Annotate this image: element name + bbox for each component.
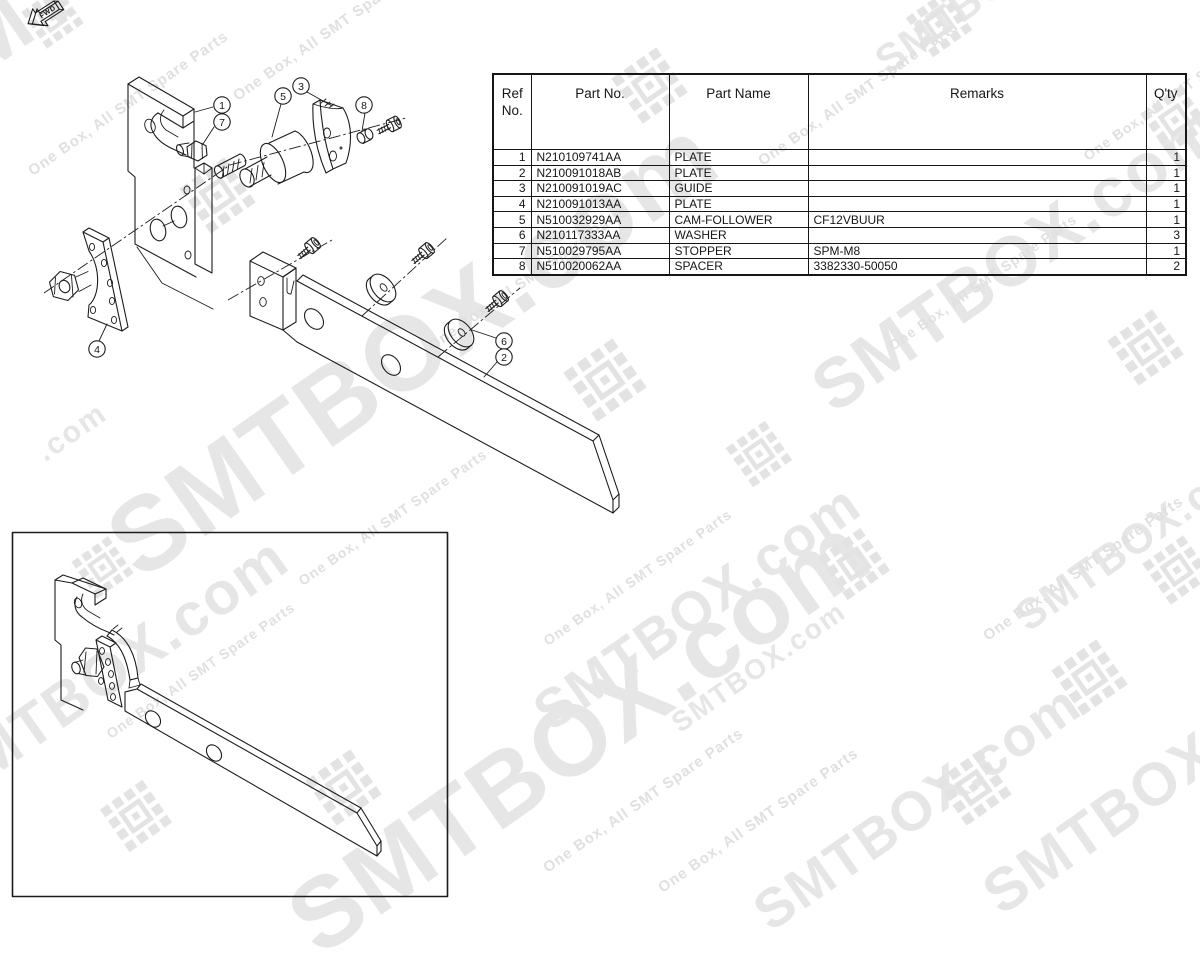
cell-remarks xyxy=(807,195,1147,213)
part-washer-6 xyxy=(360,268,402,311)
cell-qty: 1 xyxy=(1145,195,1187,213)
header-part-name: Part Name xyxy=(668,73,809,150)
svg-text:3: 3 xyxy=(298,81,304,93)
fwd-arrow-icon: FWD xyxy=(27,0,65,27)
part-plate-4 xyxy=(82,227,129,332)
axis-line xyxy=(437,287,521,358)
header-remarks: Remarks xyxy=(807,73,1147,150)
cell-qty: 1 xyxy=(1145,242,1187,260)
part-spacer-8 xyxy=(356,128,374,145)
arm-screw xyxy=(294,235,323,263)
cell-ref: 3 xyxy=(492,180,532,197)
cell-part_name: PLATE xyxy=(668,164,809,182)
axis-line xyxy=(43,117,407,294)
cell-qty: 1 xyxy=(1145,180,1187,197)
cell-ref: 1 xyxy=(492,149,532,166)
cell-part_no: N210091013AA xyxy=(530,195,670,213)
part-arm-plate-2 xyxy=(249,251,620,514)
cell-ref: 5 xyxy=(492,211,532,228)
cell-remarks xyxy=(807,180,1147,197)
cell-remarks xyxy=(807,164,1147,182)
cell-part_no: N510032929AA xyxy=(530,211,670,228)
callout-4: 4 xyxy=(88,323,108,358)
cell-remarks: 3382330-50050 xyxy=(807,258,1147,276)
callout-2: 2 xyxy=(483,348,513,378)
part-guide-3 xyxy=(312,98,352,174)
cell-part_no: N510029795AA xyxy=(530,242,670,260)
cell-ref: 8 xyxy=(492,258,532,276)
callout-6: 6 xyxy=(471,329,513,350)
cell-ref: 2 xyxy=(492,164,532,182)
svg-text:7: 7 xyxy=(219,117,225,129)
svg-text:5: 5 xyxy=(280,91,286,103)
cell-remarks xyxy=(807,226,1147,244)
cell-qty: 1 xyxy=(1145,164,1187,182)
cell-part_name: PLATE xyxy=(668,149,809,166)
cell-part_name: PLATE xyxy=(668,195,809,213)
header-qty: Q'ty xyxy=(1145,73,1187,150)
cell-ref: 6 xyxy=(492,226,532,244)
cell-part_no: N210091019AC xyxy=(530,180,670,197)
svg-text:4: 4 xyxy=(94,344,100,356)
header-ref-line1: Ref xyxy=(501,86,523,101)
cell-part_no: N210117333AA xyxy=(530,226,670,244)
part-washer-6 xyxy=(438,313,480,356)
part-hex-nut xyxy=(48,270,92,302)
cell-qty: 3 xyxy=(1145,226,1187,244)
part-threaded-stud xyxy=(213,153,247,179)
cell-remarks: SPM-M8 xyxy=(807,242,1147,260)
cell-part_name: WASHER xyxy=(668,226,809,244)
callout-3: 3 xyxy=(292,77,333,107)
part-cam-follower-5 xyxy=(239,130,314,188)
cell-part_no: N210091018AB xyxy=(530,164,670,182)
parts-table: Ref No. Part No. Part Name Remarks Q'ty … xyxy=(492,73,1187,276)
svg-text:2: 2 xyxy=(501,352,507,364)
cell-part_name: STOPPER xyxy=(668,242,809,260)
cell-ref: 4 xyxy=(492,195,532,213)
cell-part_name: GUIDE xyxy=(668,180,809,197)
assembled-view xyxy=(11,531,449,898)
table-header-row: Ref No. Part No. Part Name Remarks Q'ty xyxy=(492,73,1187,150)
arm-screw xyxy=(482,288,511,316)
cell-remarks: CF12VBUUR xyxy=(807,211,1147,228)
header-part-no: Part No. xyxy=(530,73,670,150)
callout-7: 7 xyxy=(202,113,231,145)
cell-part_name: CAM-FOLLOWER xyxy=(668,211,809,228)
callouts: 1 7 5 3 8 xyxy=(88,77,513,378)
cell-remarks xyxy=(807,149,1147,166)
svg-text:8: 8 xyxy=(361,100,367,112)
cell-ref: 7 xyxy=(492,242,532,260)
callout-8: 8 xyxy=(355,96,373,132)
cell-part_no: N210109741AA xyxy=(530,149,670,166)
header-ref-line2: No. xyxy=(501,102,523,118)
cell-qty: 2 xyxy=(1145,258,1187,276)
cell-qty: 1 xyxy=(1145,211,1187,228)
callout-5: 5 xyxy=(271,87,292,138)
part-screw-8 xyxy=(374,114,404,139)
svg-text:6: 6 xyxy=(501,336,507,348)
callout-1: 1 xyxy=(194,96,231,114)
arm-screw xyxy=(408,240,437,268)
axis-line xyxy=(361,236,449,317)
svg-text:1: 1 xyxy=(219,100,225,112)
part-plate-1 xyxy=(127,76,214,310)
header-ref-no: Ref No. xyxy=(492,73,532,150)
cell-part_no: N510020062AA xyxy=(530,258,670,276)
cell-qty: 1 xyxy=(1145,149,1187,166)
cell-part_name: SPACER xyxy=(668,258,809,276)
part-stopper-bolt-7 xyxy=(175,140,208,162)
